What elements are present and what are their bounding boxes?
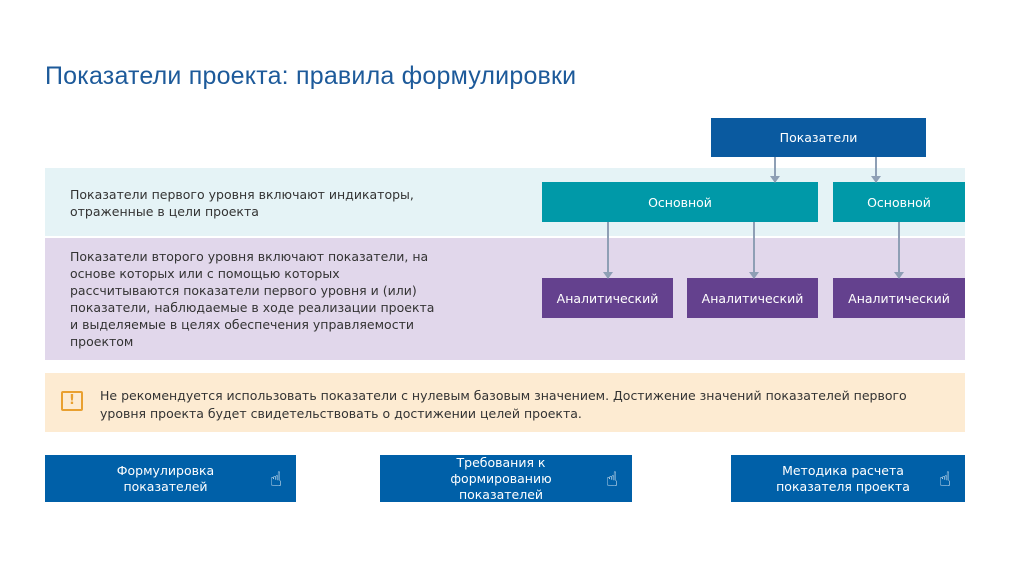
main-box: Основной	[833, 182, 965, 222]
arrow-connector	[749, 222, 759, 279]
arrow-connector	[603, 222, 613, 279]
root-indicators-box: Показатели	[711, 118, 926, 157]
analytic-box: Аналитический	[542, 278, 673, 318]
warning-icon: !	[61, 391, 83, 411]
arrow-connector	[770, 157, 780, 183]
page-title: Показатели проекта: правила формулировки	[45, 62, 577, 90]
formulation-button[interactable]: Формулировка показателей☝	[45, 455, 296, 502]
hand-pointer-icon: ☝	[605, 466, 619, 491]
methodology-button[interactable]: Методика расчета показателя проекта☝	[731, 455, 965, 502]
main-box: Основной	[542, 182, 818, 222]
hand-pointer-icon: ☝	[269, 466, 283, 491]
analytic-box: Аналитический	[687, 278, 818, 318]
analytic-box: Аналитический	[833, 278, 965, 318]
requirements-button[interactable]: Требования к формированию показателей☝	[380, 455, 632, 502]
arrow-connector	[894, 222, 904, 279]
level1-text: Показатели первого уровня включают индик…	[70, 187, 414, 219]
notice-box: ! Не рекомендуется использовать показате…	[45, 373, 965, 432]
level2-text: Показатели второго уровня включают показ…	[70, 249, 435, 349]
arrow-connector	[871, 157, 881, 183]
hand-pointer-icon: ☝	[938, 466, 952, 491]
notice-text: Не рекомендуется использовать показатели…	[100, 388, 907, 421]
